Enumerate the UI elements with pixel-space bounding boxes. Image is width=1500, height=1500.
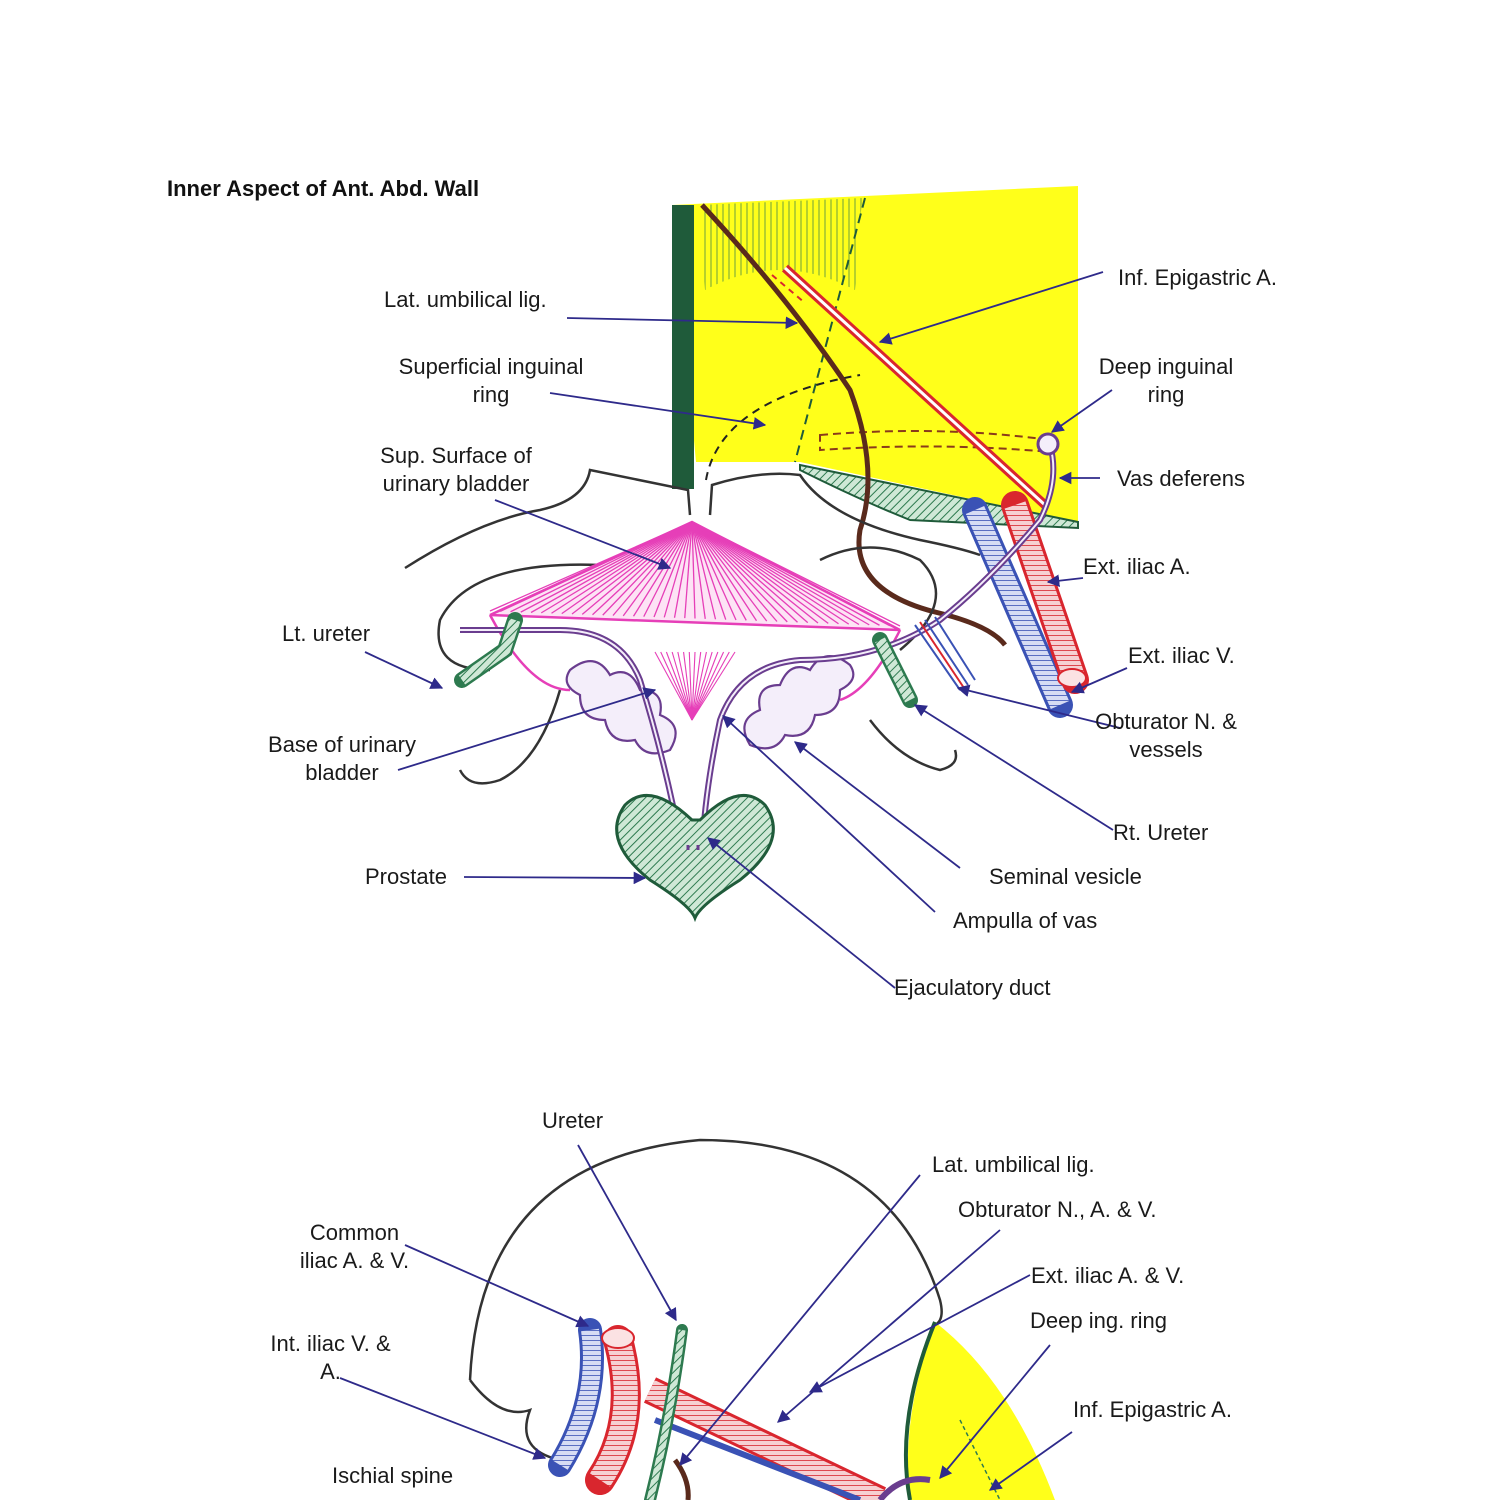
label-vas-deferens: Vas deferens [1117,466,1246,491]
ejaculatory-ducts [686,845,700,850]
label-ureter: Ureter [542,1108,604,1133]
label-inf-epigastric-a: Inf. Epigastric A. [1118,265,1277,290]
label-base-bladder: Base of urinary bladder [268,732,416,785]
label-lat-umbilical-lig: Lat. umbilical lig. [384,287,547,312]
label-obturator-nav: Obturator N., A. & V. [958,1197,1157,1222]
wall-edge [672,205,694,489]
bladder-superior-surface [488,520,902,721]
pelvic-outline-right [708,472,981,557]
linea-semilunaris [794,197,866,463]
label-obturator-n-vessels: Obturator N. & vessels [1095,709,1237,762]
abdominal-wall-2 [907,1322,1055,1500]
figure-1 [404,186,1089,923]
label-ejaculatory-duct: Ejaculatory duct [894,975,1051,1000]
label-inf-epigastric-a-2: Inf. Epigastric A. [1073,1397,1232,1422]
figure-2-pointers [339,1144,1073,1491]
vas-deferens-2 [877,1476,931,1500]
lateral-umbilical-ligament [700,203,1007,647]
rectus-hatching [700,198,862,290]
label-int-iliac: Int. iliac V. & A. [270,1331,391,1384]
prostate [615,793,775,923]
label-ext-iliac-av: Ext. iliac A. & V. [1031,1263,1185,1288]
label-rt-ureter: Rt. Ureter [1113,820,1209,845]
figure-1-pointers [364,271,1128,989]
label-common-iliac: Common iliac A. & V. [299,1220,410,1273]
label-deep-ing-ring: Deep ing. ring [1030,1308,1167,1333]
label-seminal-vesicle: Seminal vesicle [989,864,1142,889]
seminal-vesicles [565,655,855,755]
label-lat-umbilical-lig-2: Lat. umbilical lig. [932,1152,1095,1177]
lateral-umbilical-ligament-2 [672,1458,691,1500]
label-deep-inguinal-ring: Deep inguinal ring [1098,354,1234,407]
external-iliac-vein-2 [653,1417,862,1500]
figure-2 [468,1138,1055,1500]
label-ischial-spine: Ischial spine [332,1463,454,1488]
label-lt-ureter: Lt. ureter [282,621,371,646]
page-title: Inner Aspect of Ant. Abd. Wall [167,176,480,201]
label-prostate: Prostate [365,864,447,889]
superficial-ring-outline [705,374,861,481]
label-ext-iliac-a: Ext. iliac A. [1083,554,1191,579]
label-superficial-inguinal-ring: Superficial inguinal ring [398,354,584,407]
pelvic-outline-left [404,468,692,570]
pelvic-brim-outline [468,1138,943,1381]
inguinal-canal-outline [819,430,1051,454]
deep-inguinal-ring-circle [1036,432,1060,456]
label-ampulla-of-vas: Ampulla of vas [953,908,1098,933]
obturator-vessels [914,616,976,691]
label-ext-iliac-v: Ext. iliac V. [1128,643,1235,668]
label-sup-surface-bladder: Sup. Surface of urinary bladder [380,443,532,496]
